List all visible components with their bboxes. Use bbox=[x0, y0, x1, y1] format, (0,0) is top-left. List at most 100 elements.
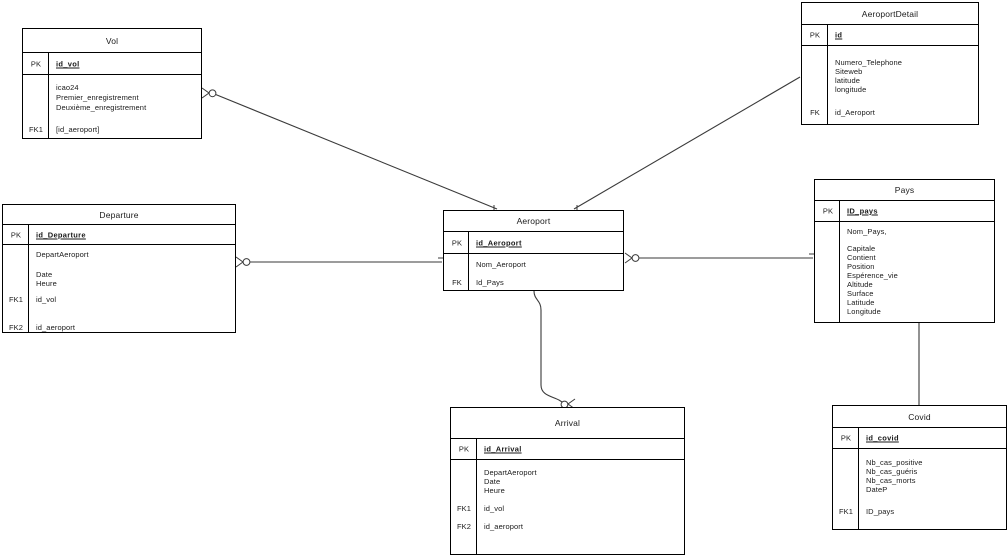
attribute-name: Nb_cas_guéris bbox=[866, 467, 918, 476]
attribute-name: Capitale bbox=[847, 244, 876, 253]
attribute-tag-gutter: FK1 bbox=[23, 75, 49, 138]
attribute-tag-gutter: FK1 bbox=[833, 449, 859, 529]
relationship-aeroport-arrival bbox=[530, 287, 576, 410]
attribute-name: Contient bbox=[847, 253, 876, 262]
attribute-tag: FK1 bbox=[838, 507, 854, 516]
attribute-name: Date bbox=[484, 477, 501, 486]
pk-tag: PK bbox=[30, 59, 42, 68]
attribute-name: Latitude bbox=[847, 298, 875, 307]
relationship-aeroportdetail-aeroport bbox=[573, 76, 801, 213]
entity-title-arrival: Arrival bbox=[451, 408, 684, 439]
attribute-tag-gutter: FK bbox=[802, 46, 828, 124]
attribute-tag-gutter bbox=[815, 222, 840, 322]
entity-title-pays: Pays bbox=[815, 180, 994, 201]
pk-field-cell: id_Aeroport bbox=[469, 232, 623, 253]
pk-tag: PK bbox=[809, 30, 821, 40]
attribute-name: Altitude bbox=[847, 280, 873, 289]
attribute-name: id_Aeroport bbox=[835, 108, 875, 117]
pk-field-name: ID_pays bbox=[847, 206, 878, 216]
pk-field-name: id_vol bbox=[56, 59, 80, 68]
attribute-name: Numero_Telephone bbox=[835, 58, 903, 67]
entity-title-aeroport: Aeroport bbox=[444, 211, 623, 232]
pk-field-name: id_Arrival bbox=[484, 444, 522, 454]
attribute-name: Longitude bbox=[847, 307, 881, 316]
attribute-tag: FK bbox=[810, 108, 820, 117]
attribute-name: Nom_Aeroport bbox=[476, 260, 526, 269]
attribute-name: Siteweb bbox=[835, 67, 863, 76]
attribute-name: DateP bbox=[866, 485, 888, 494]
pk-field-cell: id_covid bbox=[859, 428, 1006, 448]
attribute-name: Nb_cas_morts bbox=[866, 476, 916, 485]
entity-pk-row-aeroportdetail: PK id bbox=[802, 25, 978, 46]
attribute-name: DepartAeroport bbox=[36, 250, 89, 259]
attribute-name: longitude bbox=[835, 85, 867, 94]
pk-field-cell: id_vol bbox=[49, 53, 201, 74]
pk-tag-gutter: PK bbox=[815, 201, 840, 221]
attribute-name: icao24 bbox=[56, 83, 79, 92]
entity-title-vol: Vol bbox=[23, 29, 201, 53]
attribute-name: ID_pays bbox=[866, 507, 895, 516]
pk-field-cell: id bbox=[828, 25, 978, 45]
attribute-name: id_vol bbox=[36, 295, 57, 304]
pk-tag: PK bbox=[10, 230, 22, 239]
pk-tag-gutter: PK bbox=[3, 225, 29, 244]
pk-field-name: id_Departure bbox=[36, 230, 86, 239]
attribute-name: id_aeroport bbox=[36, 323, 76, 332]
attribute-name: Premier_enregistrement bbox=[56, 93, 139, 102]
attribute-name: id_vol bbox=[484, 504, 505, 513]
attribute-name: Nb_cas_positive bbox=[866, 458, 923, 467]
pk-tag-gutter: PK bbox=[23, 53, 49, 74]
attribute-tag: FK1 bbox=[456, 504, 472, 513]
attribute-name: Surface bbox=[847, 289, 874, 298]
entity-title-covid: Covid bbox=[833, 406, 1006, 428]
attribute-name: [id_aeroport] bbox=[56, 125, 100, 134]
attribute-tag: FK2 bbox=[456, 522, 472, 531]
pk-tag: PK bbox=[458, 444, 470, 454]
attribute-name: DepartAeroport bbox=[484, 468, 537, 477]
entity-pk-row-arrival: PK id_Arrival bbox=[451, 439, 684, 460]
attribute-name: Id_Pays bbox=[476, 278, 504, 287]
entity-pk-row-covid: PK id_covid bbox=[833, 428, 1006, 449]
entity-pk-row-departure: PK id_Departure bbox=[3, 225, 235, 245]
attribute-name: Deuxième_enregistrement bbox=[56, 103, 147, 112]
attribute-name: id_aeroport bbox=[484, 522, 524, 531]
pk-tag-gutter: PK bbox=[451, 439, 477, 459]
attribute-tag-gutter: FK bbox=[444, 254, 469, 290]
attribute-tag: FK1 bbox=[8, 295, 24, 304]
attribute-name: latitude bbox=[835, 76, 860, 85]
attribute-tag: FK1 bbox=[28, 125, 44, 134]
entity-pk-row-pays: PK ID_pays bbox=[815, 201, 994, 222]
attribute-tag: FK bbox=[452, 278, 462, 287]
pk-tag-gutter: PK bbox=[444, 232, 469, 253]
pk-field-name: id bbox=[835, 30, 843, 40]
pk-tag-gutter: PK bbox=[833, 428, 859, 448]
pk-tag: PK bbox=[840, 433, 852, 443]
attribute-name: Nom_Pays, bbox=[847, 227, 887, 236]
attribute-name: Heure bbox=[484, 486, 505, 495]
pk-field-cell: id_Arrival bbox=[477, 439, 684, 459]
pk-tag: PK bbox=[822, 206, 834, 216]
